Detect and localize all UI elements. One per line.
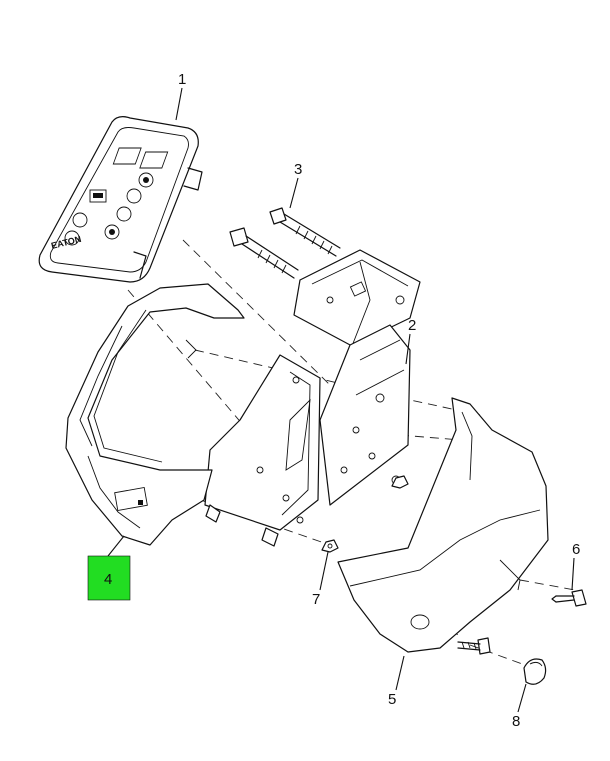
- callout-6: 6: [572, 541, 580, 558]
- part-7-nut: [321, 475, 409, 553]
- callout-3: 3: [294, 161, 302, 178]
- callout-5: 5: [388, 691, 396, 708]
- part-1-control-keypad: EATON: [38, 116, 203, 283]
- callout-4: 4: [104, 571, 112, 588]
- callout-8: 8: [512, 713, 520, 730]
- callout-leaders: [107, 87, 575, 713]
- highlight-box-4: [87, 555, 131, 601]
- bolt-lower: [229, 227, 299, 279]
- part-3-bolts: [229, 207, 341, 279]
- part-6-screw: [551, 589, 587, 607]
- part-4-front-shroud: [65, 283, 245, 546]
- part-2-bracket: [293, 249, 421, 506]
- part-5-rear-cover: [337, 397, 549, 653]
- mounting-plate: [204, 354, 321, 547]
- callout-labels: 1 2 3 4 5 6 7 8: [104, 71, 580, 730]
- keypad-buttons: [64, 172, 154, 246]
- callout-7: 7: [312, 591, 320, 608]
- bolt-upper: [269, 207, 341, 257]
- part-8-cap: [523, 658, 547, 685]
- screw-lower: [457, 637, 491, 655]
- callout-1: 1: [178, 71, 186, 88]
- callout-2: 2: [408, 317, 416, 334]
